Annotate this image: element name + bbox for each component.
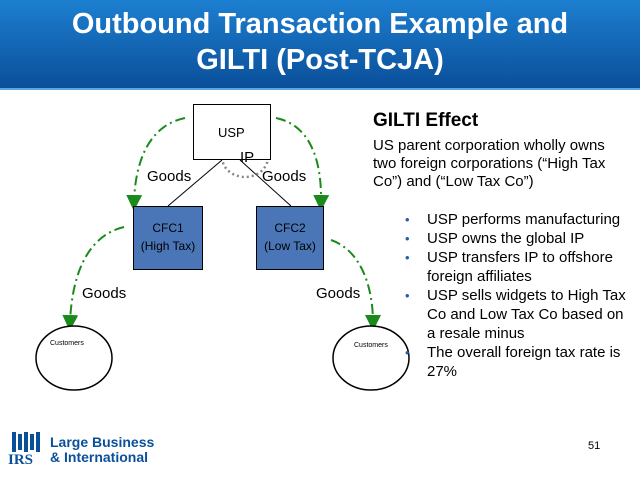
bullet-dot-icon: • (405, 231, 410, 246)
bullet-dot-icon: • (405, 288, 410, 303)
bullet-dot-icon: • (405, 250, 410, 265)
usp-to-cfc2-line (239, 159, 292, 207)
lbi-logo-text: Large Business & International (50, 435, 154, 465)
title-line-2: GILTI (Post-TCJA) (196, 44, 444, 76)
bullet-text: USP owns the global IP (427, 230, 585, 247)
gilti-effect-intro: US parent corporation wholly owns two fo… (373, 137, 606, 190)
customers-left-circle (35, 325, 113, 391)
goods-arrow-usp-to-cfc2 (275, 117, 330, 211)
bullet-item: • USP sells widgets to High Tax Co and Lo… (405, 286, 630, 343)
header-divider (0, 88, 640, 90)
gilti-effect-heading: GILTI Effect (373, 110, 479, 131)
goods-label-right-top: Goods (262, 168, 307, 185)
usp-label: USP (218, 125, 245, 140)
bullet-text: USP performs manufacturing (427, 211, 621, 228)
bullet-dot-icon: • (405, 212, 410, 227)
customers-right-label: Customers (354, 342, 388, 349)
goods-label-left-bottom: Goods (82, 285, 127, 302)
usp-box (193, 104, 271, 160)
lbi-line-2: & International (50, 449, 149, 465)
bullet-text: The overall foreign tax rate is 27% (427, 344, 621, 380)
slide-title: Outbound Transaction Example and GILTI (… (0, 6, 640, 78)
goods-arrow-cfc1-to-customers (62, 226, 125, 331)
cfc2-subtitle: (Low Tax) (264, 239, 316, 253)
cfc1-box: CFC1 (High Tax) (133, 206, 203, 270)
cfc2-box: CFC2 (Low Tax) (256, 206, 324, 270)
irs-wordmark: IRS (8, 452, 34, 468)
title-line-1: Outbound Transaction Example and (71, 8, 569, 40)
goods-label-right-bottom: Goods (316, 285, 361, 302)
bullet-text: USP transfers IP to offshore foreign aff… (427, 249, 613, 285)
irs-eagle-logo-icon (12, 432, 40, 452)
cfc1-subtitle: (High Tax) (140, 239, 196, 253)
customers-left-label: Customers (50, 340, 84, 347)
bullet-item: • USP owns the global IP (405, 229, 630, 248)
bullet-item: • The overall foreign tax rate is 27% (405, 343, 630, 381)
page-number: 51 (588, 440, 601, 452)
goods-label-left-top: Goods (147, 168, 192, 185)
bullet-text: USP sells widgets to High Tax Co and Low… (427, 287, 626, 342)
cfc1-name: CFC1 (152, 221, 184, 235)
goods-arrow-cfc2-to-customers (330, 239, 381, 331)
cfc2-name: CFC2 (274, 221, 306, 235)
slide-header (0, 0, 640, 88)
bullet-item: • USP transfers IP to offshore foreign af… (405, 248, 630, 286)
bullet-item: • USP performs manufacturing (405, 210, 630, 229)
goods-arrow-usp-to-cfc1 (126, 117, 186, 211)
lbi-line-1: Large Business (50, 434, 155, 450)
usp-to-cfc1-line (167, 159, 223, 207)
gilti-effect-bullets: • USP performs manufacturing • USP owns th… (405, 210, 630, 381)
ip-label: IP (240, 149, 255, 166)
customers-right-circle (332, 325, 410, 391)
bullet-dot-icon: • (405, 345, 410, 360)
